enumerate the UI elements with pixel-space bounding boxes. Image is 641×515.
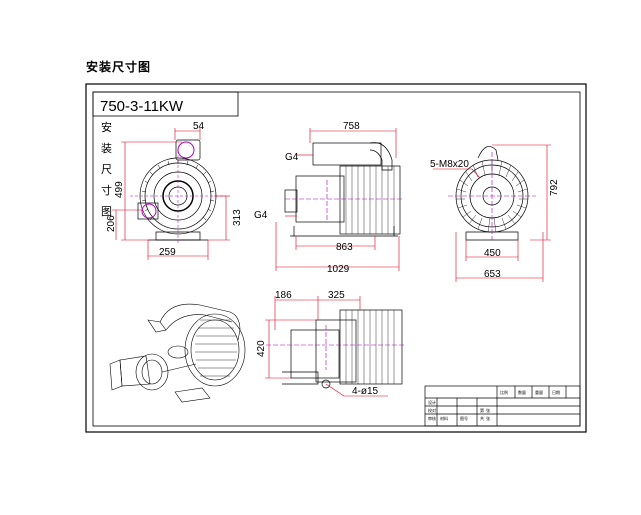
page-title: 安装尺寸图 [86, 60, 152, 74]
title-block-cell: 张 [486, 407, 490, 413]
dim-motor-height: 792 [549, 179, 560, 196]
isometric-view [109, 303, 246, 403]
title-block-cell: 日期 [552, 389, 560, 395]
title-block-cell: 审核 [428, 415, 436, 421]
dim-motor-base-width: 450 [484, 248, 501, 259]
dim-overall-top: 758 [343, 121, 360, 132]
inner-frame [92, 91, 581, 427]
title-block-cell: 共 [480, 415, 484, 421]
side-view-centerline [285, 180, 404, 220]
front-view [137, 139, 217, 241]
plan-view-centerline [266, 325, 406, 370]
dim-base-width: 259 [159, 247, 176, 258]
dim-left-offset: 186 [275, 290, 292, 301]
plan-view [282, 309, 403, 389]
title-block-cell: 数量 [518, 389, 526, 395]
title-block-cell: 比例 [500, 389, 508, 395]
outer-frame [85, 83, 587, 433]
side-char: 图 [101, 205, 112, 218]
model-label: 750-3-11KW [100, 98, 184, 115]
dim-motor-overall-width: 653 [484, 269, 501, 280]
front-view-dims [112, 128, 230, 260]
title-block-cell: 图号 [460, 415, 468, 421]
dim-height: 499 [114, 181, 125, 198]
plan-view-dims [265, 296, 388, 397]
title-block-cell: 材料 [440, 415, 448, 421]
dim-depth: 420 [256, 340, 267, 357]
model-box [92, 91, 239, 117]
dim-port-bottom: G4 [254, 210, 268, 221]
motor-view-centerlines [448, 152, 536, 240]
dim-base-length: 863 [336, 242, 353, 253]
title-block-cell: 张 [486, 415, 490, 421]
title-block-cell: 设计 [428, 399, 436, 405]
side-view [284, 142, 401, 237]
side-view-dims [275, 128, 400, 271]
title-block [424, 385, 581, 427]
side-char: 装 [101, 142, 112, 155]
dim-center-height: 313 [232, 209, 243, 226]
dim-bolt-holes: 5-M8x20 [430, 159, 469, 170]
dim-outlet-offset: 54 [193, 121, 205, 132]
side-char: 安 [101, 120, 112, 134]
side-char: 寸 [101, 183, 112, 197]
side-label: 安 装 尺 寸 图 [101, 120, 112, 218]
dim-port-top: G4 [285, 152, 299, 163]
title-block-cell: 重量 [535, 389, 543, 395]
title-block-cell: 校对 [428, 407, 436, 413]
side-char: 尺 [101, 163, 112, 176]
dim-overall-length: 1029 [327, 264, 350, 275]
title-block-cell: 第 [480, 407, 484, 413]
front-view-centerlines [130, 150, 226, 245]
dim-inlet-height: 206 [106, 215, 117, 232]
dim-mount-holes: 4-ø15 [352, 386, 379, 397]
dim-right-width: 325 [328, 290, 345, 301]
motor-view-dims [433, 144, 551, 282]
